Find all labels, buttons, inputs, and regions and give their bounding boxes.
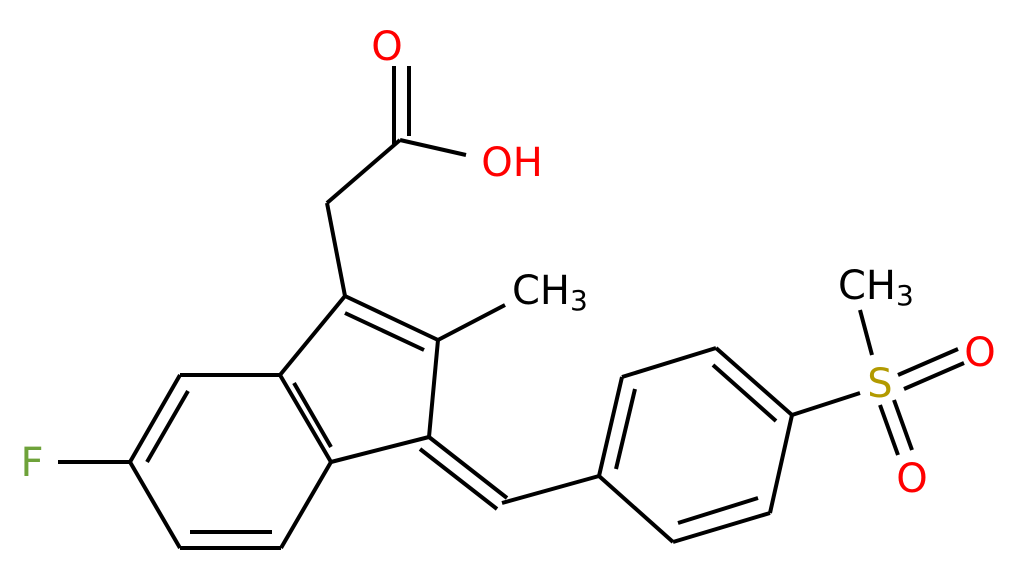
phenyl-ring [597,346,861,544]
sulfur-methyl-label: CH3 [838,263,914,312]
bond-c3-c3a [278,294,347,377]
bond-s-o1-b [903,361,965,391]
bond-p2 [621,346,717,379]
bond-p1-inner [614,388,637,470]
bond-c3a-c7a-inner [292,381,333,449]
bond-p5 [672,511,771,544]
bond-cooh-ch2 [325,138,402,205]
methyl-label: CH3 [512,268,588,317]
indene-benzene-ring [58,373,333,550]
benzylidene-double-bond [418,435,600,511]
bond-c-oh [399,138,467,157]
carbonyl-oxygen-label: O [371,24,402,70]
bond-c2-c1 [427,339,440,438]
bond-s-o1-a [897,347,959,377]
bond-c4-c5-inner [145,389,190,464]
carboxylic-acid-group [325,66,467,297]
bond-s-o2-b [892,399,914,451]
bond-p4 [768,414,794,514]
sulfonyl-oxygen-1-label: O [964,330,995,376]
bond-c1-c7a [330,435,430,464]
bond-s-o2-a [878,404,900,456]
bond-p3 [714,346,794,417]
bond-c5-c6 [128,460,182,550]
bond-c7-c7a [279,460,333,550]
bond-c4-c5 [128,374,182,463]
fluorine-label: F [20,440,43,486]
bond-p6 [597,474,675,544]
sulfonyl-group [858,309,965,456]
bond-p4-s [791,391,861,417]
bond-exo-1 [427,435,509,500]
bond-ch-aryl [501,474,600,505]
bond-exo-2 [418,447,499,511]
bond-c3-c2 [344,294,439,342]
sulfur-label: S [867,361,892,407]
bond-c2-methyl [437,303,506,342]
hydroxyl-label: OH [481,140,543,186]
bond-s-ch3 [858,309,874,356]
bond-p5-inner [677,496,759,525]
bond-p1 [597,376,624,477]
five-membered-ring [278,294,506,464]
bond-p3-inner [711,363,778,423]
sulfonyl-oxygen-2-label: O [896,456,927,502]
bond-c3-c2-inner [344,311,425,352]
bond-c3a-c7a [278,373,333,464]
bond-ch2-ring [325,202,347,297]
